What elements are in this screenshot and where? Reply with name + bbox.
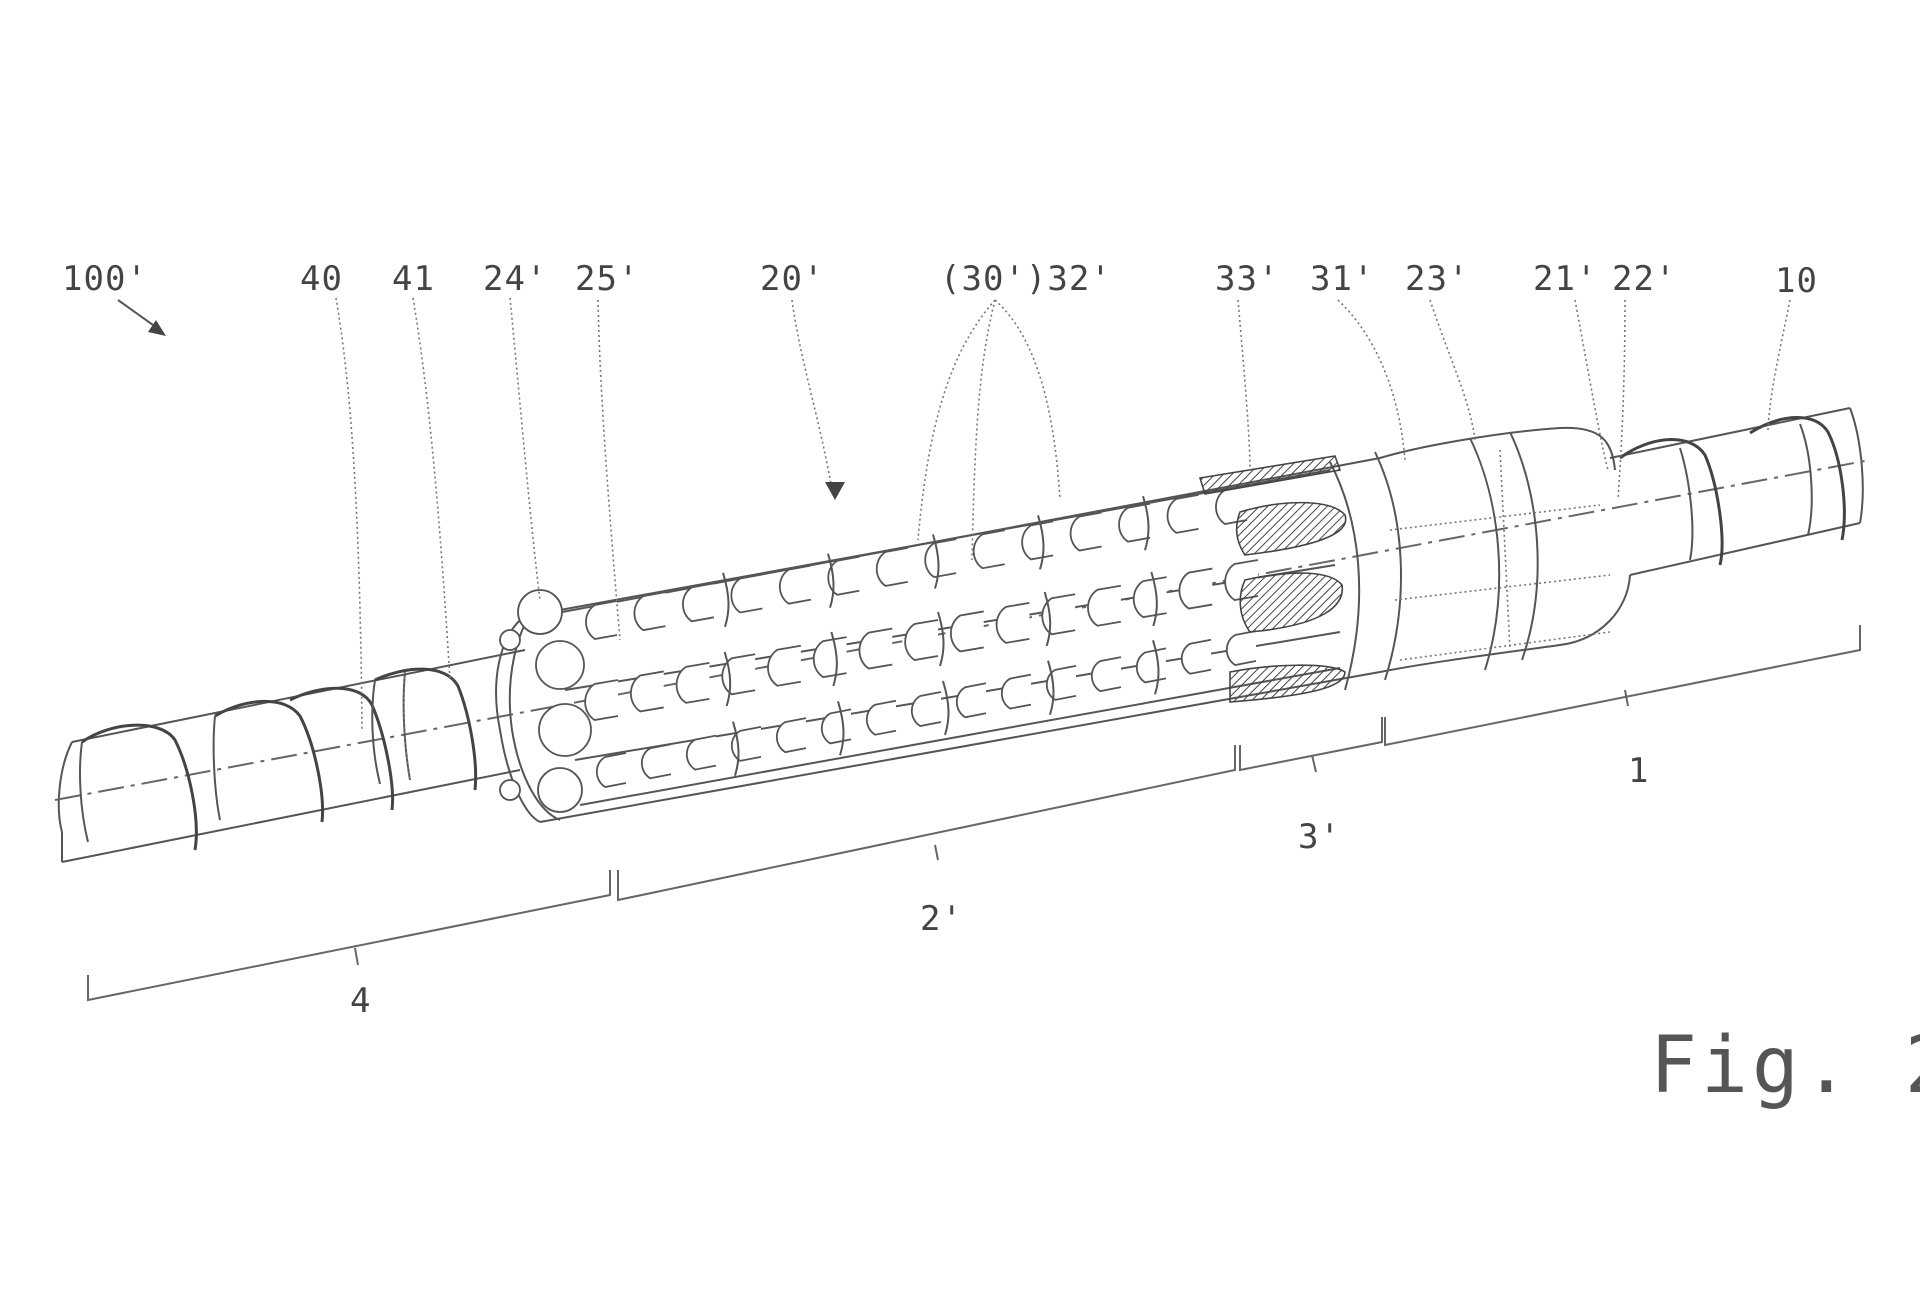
cage-cell	[905, 620, 938, 660]
label-ref-23: 23'	[1405, 259, 1469, 299]
cage-cell	[631, 671, 664, 711]
cage-cell	[859, 629, 892, 669]
label-section-4: 4	[350, 981, 371, 1021]
cage-cell	[1022, 521, 1053, 559]
cage-cell	[1227, 631, 1256, 665]
cage-cell	[1092, 657, 1121, 691]
label-ref-20: 20'	[760, 259, 824, 299]
cage-cell	[1134, 577, 1167, 617]
label-ref-33: 33'	[1215, 259, 1279, 299]
reference-labels: 100' 40 41 24' 25' 20' (30')32' 33' 31' …	[62, 259, 1818, 301]
cage-cell	[1088, 586, 1121, 626]
pipe-rings-left	[80, 669, 476, 850]
pipe-rings-right	[1620, 417, 1844, 565]
cage-cell	[814, 637, 847, 677]
cage-cell	[780, 566, 811, 604]
label-ref-21: 21'	[1533, 259, 1597, 299]
label-section-3: 3'	[1298, 817, 1341, 857]
cage-cell	[1071, 513, 1102, 551]
cage-cell	[974, 530, 1005, 568]
label-ref-100: 100'	[62, 259, 148, 299]
label-ref-25: 25'	[575, 259, 639, 299]
label-section-2: 2'	[920, 899, 963, 939]
cage-cell	[867, 701, 896, 735]
cage-cell	[1137, 648, 1166, 682]
section-braces	[88, 625, 1860, 1000]
cage-cell	[957, 683, 986, 717]
cage-cell	[1002, 675, 1031, 709]
cage-cell	[951, 611, 984, 651]
cage-cell	[597, 753, 626, 787]
cage-cell	[768, 646, 801, 686]
cage-cell	[997, 603, 1030, 643]
cage-cell	[1182, 640, 1211, 674]
cage-band	[938, 612, 944, 666]
label-ref-41: 41	[392, 259, 435, 299]
label-ref-30-32: (30')32'	[940, 259, 1112, 299]
leader-lines	[118, 298, 1790, 730]
cage-cell	[1168, 495, 1199, 533]
label-section-1: 1	[1628, 751, 1649, 791]
cage-cell	[642, 744, 671, 778]
cage-band	[943, 681, 949, 735]
label-ref-22: 22'	[1612, 259, 1676, 299]
cage-cell	[912, 692, 941, 726]
label-ref-10: 10	[1775, 261, 1818, 301]
cage-cell	[822, 709, 851, 743]
cage-cell	[877, 548, 908, 586]
label-ref-40: 40	[300, 259, 343, 299]
cage-cell	[925, 539, 956, 577]
cage-cell	[1179, 569, 1212, 609]
label-ref-24: 24'	[483, 259, 547, 299]
end-knobs	[500, 590, 591, 812]
cage-cell	[677, 663, 710, 703]
figure-caption: Fig. 2	[1650, 1021, 1920, 1111]
label-ref-31: 31'	[1310, 259, 1374, 299]
cage-cell	[777, 718, 806, 752]
